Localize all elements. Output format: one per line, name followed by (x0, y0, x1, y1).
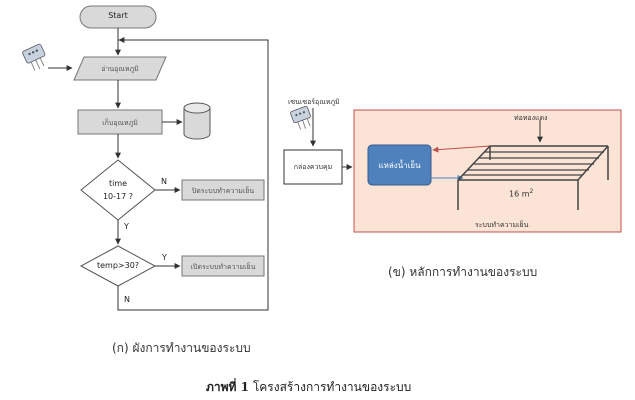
control-box-label: กล่องควบคุม (293, 163, 333, 171)
read-temp-label: อ่านอุณหภูมิ (101, 65, 139, 73)
loop-back-line (117, 39, 269, 311)
temperature-sensor-icon (22, 43, 46, 71)
flowchart-caption: (ก) ผังการทำงานของระบบ (112, 341, 251, 355)
read-temp-io (73, 56, 167, 81)
water-tank-label: แหล่งน้ำเย็น (378, 161, 421, 170)
return-flow-arrow (432, 145, 491, 153)
open-cooling-process (181, 255, 265, 277)
system-caption: (ข) หลักการทำงานของระบบ (388, 265, 538, 279)
close-cooling-process (181, 179, 265, 201)
decision-time (80, 159, 156, 221)
decision-time-label-1: time (108, 179, 128, 188)
temperature-sensor-icon (290, 106, 311, 130)
figure-caption: ภาพที่ 1 โครงสร้างการทำงานของระบบ (206, 378, 411, 397)
open-cooling-label: เปิดระบบทำความเย็น (190, 263, 256, 271)
store-temp-process (77, 109, 163, 135)
area-value: 16 m (509, 189, 530, 199)
store-temp-label: เก็บอุณหภูมิ (102, 119, 138, 127)
branch-label-n2: N (124, 295, 130, 304)
branch-label-y1: Y (124, 222, 129, 231)
cooling-frame (457, 145, 609, 210)
control-box (283, 149, 343, 185)
decision-time-label-2: 10-17 ? (102, 192, 134, 201)
figure-title: โครงสร้างการทำงานของระบบ (252, 380, 412, 394)
water-tank (367, 144, 432, 186)
area-label: 16 m2 (509, 188, 533, 199)
branch-label-n1: N (161, 177, 167, 186)
cooling-system-label: ระบบทำความเย็น (475, 221, 529, 229)
sensor-label: เซนเซอร์อุณหภูมิ (288, 98, 340, 106)
area-unit-exponent: 2 (529, 188, 534, 195)
database-cylinder-icon (183, 102, 211, 140)
close-cooling-label: ปิดระบบทำความเย็น (191, 187, 255, 195)
decision-temp-label: temp>30? (96, 261, 140, 270)
pipe-label: ท่อทองแดง (514, 114, 548, 122)
branch-label-y2: Y (162, 253, 167, 262)
figure-number: ภาพที่ 1 (206, 380, 249, 394)
start-label: Start (108, 11, 128, 20)
